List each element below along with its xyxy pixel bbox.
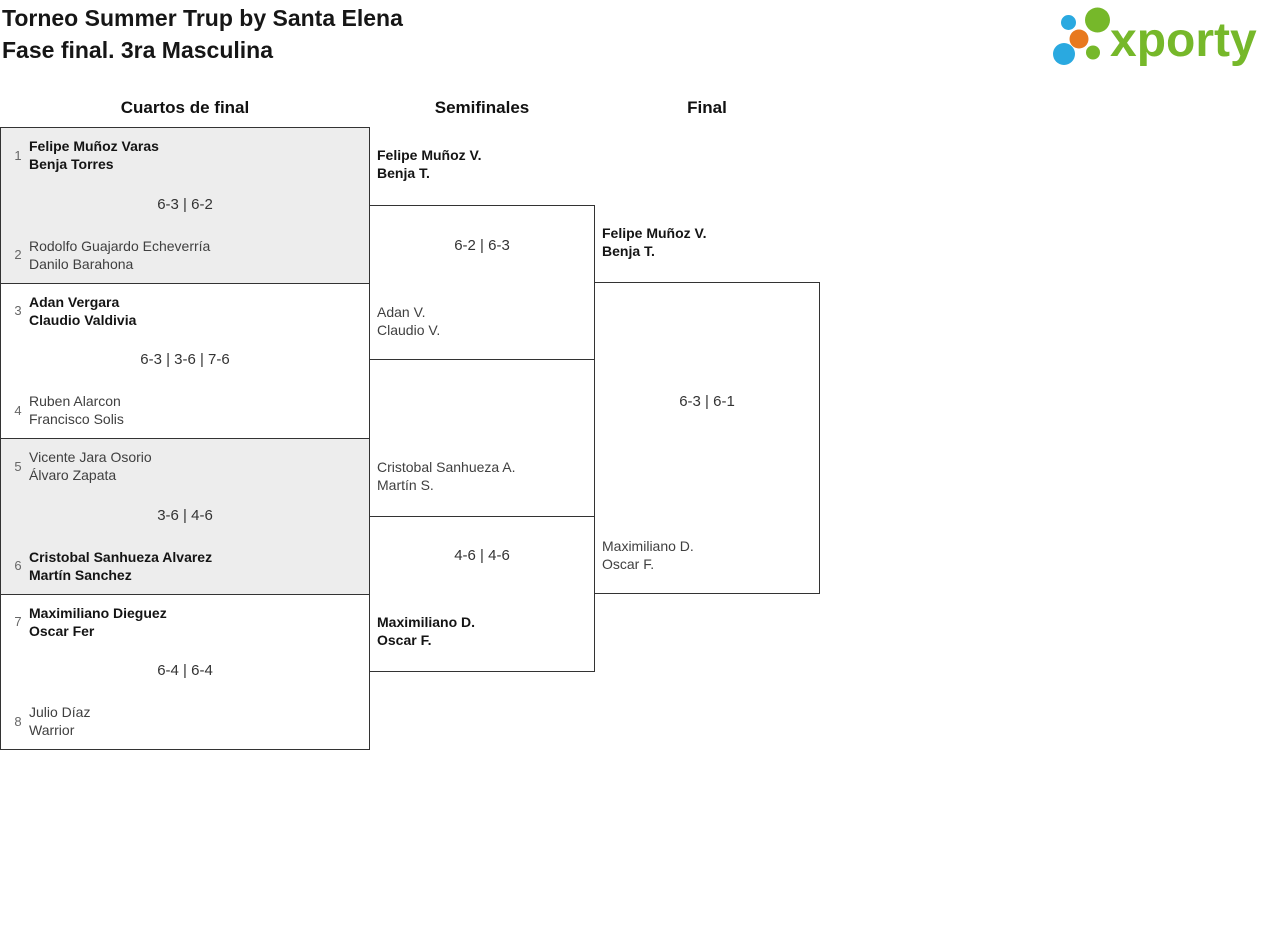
team-row: 1 Felipe Muñoz Varas Benja Torres <box>9 137 361 173</box>
seed-number: 5 <box>14 458 22 474</box>
player-name: Oscar F. <box>602 556 655 572</box>
player-name: Benja Torres <box>29 156 114 172</box>
team-names: Vicente Jara Osorio Álvaro Zapata <box>29 448 152 484</box>
match-score: 6-4 | 6-4 <box>157 662 213 680</box>
semifinal-2-team-1: Cristobal Sanhueza A. Martín S. <box>377 458 516 494</box>
player-name: Vicente Jara Osorio <box>29 449 152 465</box>
player-name: Martín S. <box>377 477 434 493</box>
semifinal-2-score: 4-6 | 4-6 <box>454 547 510 564</box>
seed-number: 6 <box>14 558 22 573</box>
match-box-final <box>594 282 820 594</box>
match-score: 6-3 | 6-2 <box>157 195 213 213</box>
seed-number: 3 <box>14 303 22 318</box>
player-name: Maximiliano Dieguez <box>29 604 167 621</box>
player-name: Danilo Barahona <box>29 255 134 272</box>
semifinal-1-team-2: Adan V. Claudio V. <box>377 303 440 339</box>
player-name: Felipe Muñoz Varas <box>29 138 159 154</box>
final-score: 6-3 | 6-1 <box>679 393 735 410</box>
seed-number: 7 <box>14 614 22 629</box>
player-name: Benja T. <box>377 165 430 181</box>
seed-number: 4 <box>14 402 22 418</box>
final-team-1: Felipe Muñoz V. Benja T. <box>602 224 707 260</box>
match-quarterfinal-3: 5 Vicente Jara Osorio Álvaro Zapata 3-6 … <box>1 438 369 594</box>
logo-wordmark: xporty <box>1110 14 1257 67</box>
match-box-semifinal-2 <box>369 516 595 672</box>
match-score: 6-3 | 3-6 | 7-6 <box>140 351 230 369</box>
semifinal-1-team-1: Felipe Muñoz V. Benja T. <box>377 146 482 182</box>
match-quarterfinal-4: 7 Maximiliano Dieguez Oscar Fer 6-4 | 6-… <box>1 593 369 750</box>
player-name: Rodolfo Guajardo Echeverría <box>29 237 211 254</box>
round-header-cuartos-de-final: Cuartos de final <box>120 98 250 117</box>
player-name: Warrior <box>29 722 75 738</box>
player-name: Adan V. <box>377 304 426 320</box>
player-name: Cristobal Sanhueza Alvarez <box>29 548 213 565</box>
page-header: Torneo Summer Trup by Santa Elena Fase f… <box>2 2 403 66</box>
final-team-2: Maximiliano D. Oscar F. <box>602 537 694 573</box>
logo-dot-orange <box>1069 29 1089 49</box>
team-row: 5 Vicente Jara Osorio Álvaro Zapata <box>9 448 361 484</box>
team-row: 4 Ruben Alarcon Francisco Solis <box>9 392 361 428</box>
seed-number: 2 <box>14 247 22 262</box>
player-name: Oscar F. <box>377 632 432 648</box>
team-row: 3 Adan Vergara Claudio Valdivia <box>9 293 361 329</box>
player-name: Martín Sanchez <box>29 566 132 583</box>
seed-number: 1 <box>14 147 22 163</box>
logo-dot-green-large <box>1085 7 1110 33</box>
match-quarterfinal-2: 3 Adan Vergara Claudio Valdivia 6-3 | 3-… <box>1 282 369 439</box>
semifinal-1-score: 6-2 | 6-3 <box>454 237 510 254</box>
player-name: Oscar Fer <box>29 622 95 639</box>
player-name: Felipe Muñoz V. <box>602 225 707 241</box>
match-score: 3-6 | 4-6 <box>157 506 213 524</box>
player-name: Maximiliano D. <box>377 614 476 630</box>
team-names: Rodolfo Guajardo Echeverría Danilo Barah… <box>29 237 210 273</box>
logo-dot-blue-small <box>1061 15 1076 30</box>
player-name: Francisco Solis <box>29 411 124 427</box>
player-name: Julio Díaz <box>29 704 91 720</box>
player-name: Felipe Muñoz V. <box>377 147 482 163</box>
match-quarterfinal-1: 1 Felipe Muñoz Varas Benja Torres 6-3 | … <box>1 128 369 283</box>
team-names: Maximiliano Dieguez Oscar Fer <box>29 604 167 640</box>
team-names: Julio Díaz Warrior <box>29 703 90 739</box>
round-header-final: Final <box>687 98 727 117</box>
semifinal-2-team-2: Maximiliano D. Oscar F. <box>377 613 475 649</box>
player-name: Claudio Valdivia <box>29 311 137 328</box>
category-subtitle: Fase final. 3ra Masculina <box>2 37 274 63</box>
seed-number: 8 <box>14 713 22 729</box>
logo-dot-blue-large <box>1053 43 1075 65</box>
team-row: 8 Julio Díaz Warrior <box>9 703 361 739</box>
player-name: Benja T. <box>602 243 655 259</box>
team-names: Cristobal Sanhueza Alvarez Martín Sanche… <box>29 548 212 584</box>
tournament-title: Torneo Summer Trup by Santa Elena <box>2 5 403 31</box>
xporty-logo[interactable]: xporty <box>1046 2 1280 70</box>
player-name: Claudio V. <box>377 322 441 338</box>
logo-dot-green-small <box>1086 45 1100 60</box>
team-names: Ruben Alarcon Francisco Solis <box>29 392 124 428</box>
team-names: Adan Vergara Claudio Valdivia <box>29 293 136 329</box>
team-row: 6 Cristobal Sanhueza Alvarez Martín Sanc… <box>9 548 361 584</box>
player-name: Maximiliano D. <box>602 538 694 554</box>
player-name: Ruben Alarcon <box>29 393 121 409</box>
team-names: Felipe Muñoz Varas Benja Torres <box>29 137 159 173</box>
quarterfinals-column: 1 Felipe Muñoz Varas Benja Torres 6-3 | … <box>0 127 370 750</box>
player-name: Adan Vergara <box>29 293 120 310</box>
team-row: 7 Maximiliano Dieguez Oscar Fer <box>9 604 361 640</box>
player-name: Álvaro Zapata <box>29 467 117 483</box>
team-row: 2 Rodolfo Guajardo Echeverría Danilo Bar… <box>9 237 361 273</box>
round-header-semifinales: Semifinales <box>434 98 530 117</box>
player-name: Cristobal Sanhueza A. <box>377 459 516 475</box>
